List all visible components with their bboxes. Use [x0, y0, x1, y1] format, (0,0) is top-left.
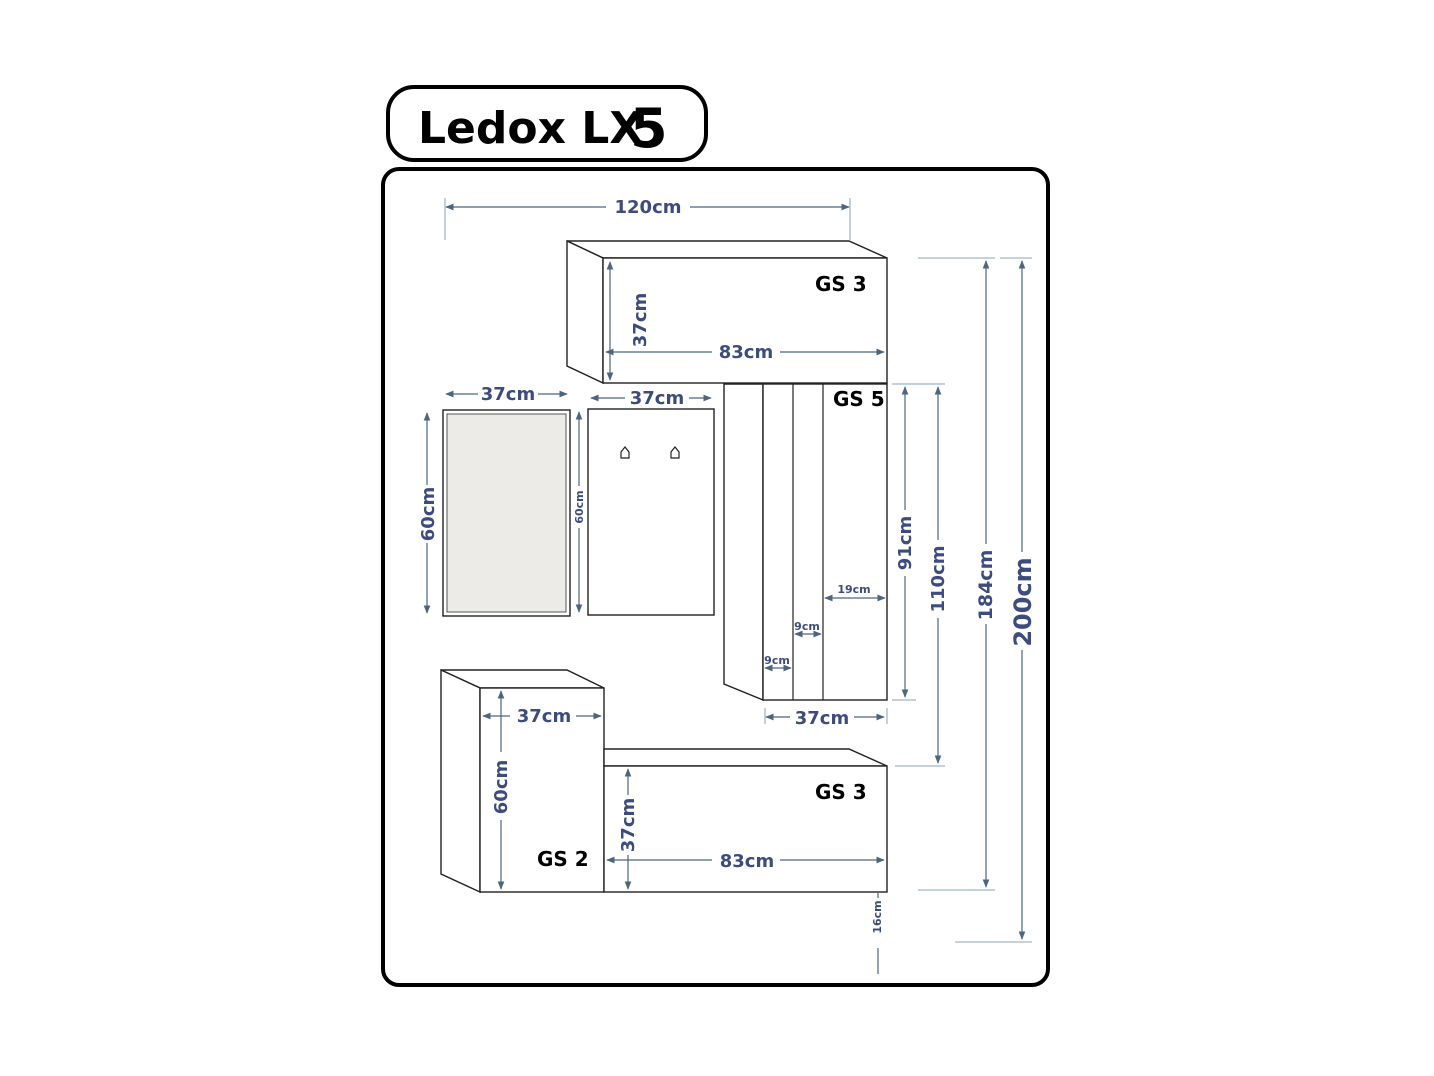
- dim-label-gs5-19: 19cm: [837, 583, 870, 596]
- dim-label-gs5-9b: 9cm: [794, 620, 820, 633]
- hook-icon: [670, 446, 680, 459]
- dim-label-gs3-top-w: 83cm: [719, 342, 773, 363]
- dim-label-gs2-h: 60cm: [491, 760, 512, 814]
- module-label-gs2: GS 2: [537, 847, 589, 871]
- mirror-panel: 37cm 60cm: [415, 382, 571, 617]
- dim-label-gs5-w: 37cm: [795, 708, 849, 729]
- dim-label-gs3-bottom-h: 37cm: [618, 798, 639, 852]
- dim-label-hanger-h: 60cm: [573, 490, 586, 523]
- dim-184: 184cm: [918, 257, 997, 891]
- dim-label-184: 184cm: [975, 550, 997, 621]
- cabinet-gs3-top: GS 3 37cm 83cm: [566, 239, 888, 385]
- dim-label-hanger-w: 37cm: [630, 388, 684, 409]
- cabinet-gs2: GS 2 37cm 60cm: [440, 668, 605, 894]
- dim-label-gs2-w: 37cm: [517, 706, 571, 727]
- title-box: [386, 85, 708, 162]
- dim-label-mirror-h: 60cm: [418, 487, 439, 541]
- dim-label-200: 200cm: [1009, 557, 1037, 646]
- module-label-gs5: GS 5: [833, 387, 885, 411]
- dim-label-gs3-top-h: 37cm: [630, 293, 651, 347]
- dim-label-gs3-bottom-w: 83cm: [720, 851, 774, 872]
- dim-label-110: 110cm: [928, 546, 949, 613]
- hanger-panel: 37cm 60cm: [572, 386, 715, 616]
- dim-overall-width: 120cm: [444, 197, 851, 240]
- module-label-gs3-top: GS 3: [815, 272, 867, 296]
- dim-label-mirror-w: 37cm: [481, 384, 535, 405]
- dim-label-gs5-h: 91cm: [895, 516, 916, 570]
- dim-label-gs5-9a: 9cm: [764, 654, 790, 667]
- dim-200: 200cm: [955, 257, 1037, 943]
- dim-label-120: 120cm: [615, 197, 682, 218]
- cabinet-gs3-bottom: GS 3 37cm 83cm: [603, 748, 888, 893]
- dim-110: 110cm: [895, 383, 949, 767]
- module-label-gs3-bottom: GS 3: [815, 780, 867, 804]
- hook-icon: [620, 446, 630, 459]
- title-text: Ledox LX: [418, 103, 643, 154]
- cabinet-gs5: GS 5 19cm 9cm 9cm 37cm 91cm: [723, 383, 916, 729]
- main-frame: [381, 167, 1050, 987]
- dim-floor-gap: 16cm: [871, 893, 884, 974]
- title-number: 5: [630, 97, 668, 160]
- dim-label-16: 16cm: [871, 900, 884, 933]
